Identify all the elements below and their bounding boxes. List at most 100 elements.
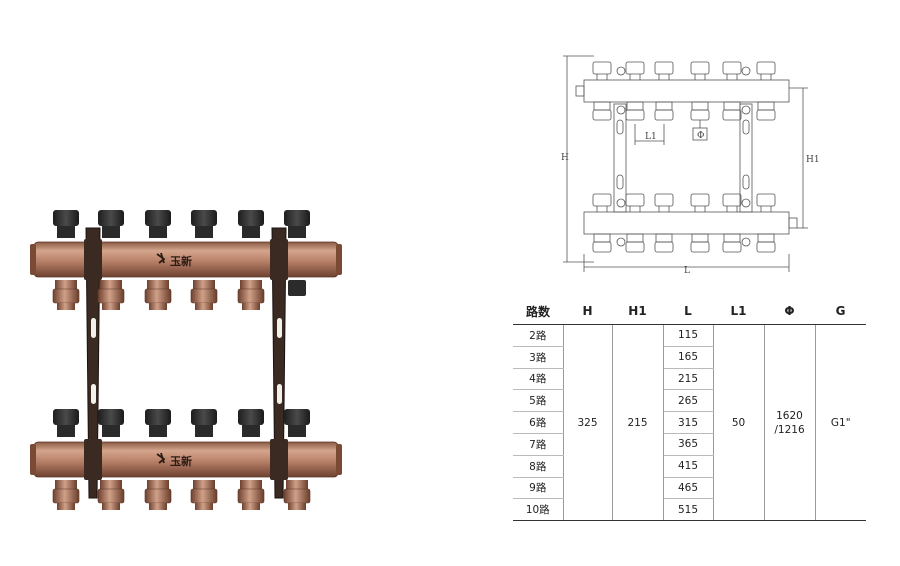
valve-handle — [238, 210, 264, 226]
fitting-nut — [100, 280, 122, 289]
valve-stem — [102, 226, 120, 238]
drawing-drain — [616, 237, 626, 247]
valve-handle — [98, 210, 124, 226]
valve-stem — [242, 425, 260, 437]
valve-handle — [238, 409, 264, 425]
cell-l: 365 — [662, 433, 714, 456]
cell-phi-line1: 1620 — [776, 409, 803, 422]
drawing-inlet-stub — [575, 85, 585, 97]
cell-ways: 8路 — [513, 455, 564, 478]
fitting-tail — [102, 503, 120, 510]
bracket-strap — [84, 239, 102, 280]
drawing-fitting-body — [722, 241, 742, 253]
bracket-strap — [270, 439, 288, 480]
cell-ways: 10路 — [513, 498, 564, 522]
header-h: H — [563, 298, 612, 325]
cell-l: 115 — [662, 324, 714, 347]
fitting-tail — [288, 503, 306, 510]
mounting-bracket — [85, 227, 101, 499]
drawing-vent — [741, 198, 751, 208]
drawing-bracket-slot — [742, 174, 750, 190]
drawing-valve-head — [592, 61, 612, 75]
brand-logo-text: 玉新 — [170, 454, 192, 468]
valve-stem — [57, 226, 75, 238]
fitting-nut — [240, 280, 262, 289]
fitting-tail — [102, 303, 120, 310]
drawing-fitting-nut — [757, 101, 775, 111]
cell-l: 165 — [662, 346, 714, 369]
header-ways: 路数 — [513, 298, 563, 325]
drawing-valve-head — [756, 61, 776, 75]
valve-handle — [191, 409, 217, 425]
bar-end-cap — [30, 244, 36, 275]
drawing-valve-head — [654, 61, 674, 75]
valve-stem — [57, 425, 75, 437]
fitting-nut — [193, 480, 215, 489]
drawing-fitting-body — [592, 241, 612, 253]
valve-handle — [53, 210, 79, 226]
valve-handle — [284, 210, 310, 226]
drawing-drain — [616, 105, 626, 115]
cell-l: 215 — [662, 368, 714, 391]
dim-label-h: H — [561, 153, 569, 163]
header-l: L — [663, 298, 713, 325]
drawing-fitting-body — [625, 241, 645, 253]
valve-handle — [145, 210, 171, 226]
table-row: 2路 325 215 115 50 1620 /1216 G1" — [513, 324, 866, 522]
table-row: 9路 465 — [513, 477, 866, 500]
drawing-valve-head — [625, 61, 645, 75]
header-l1: L1 — [713, 298, 764, 325]
cell-ways: 6路 — [513, 411, 564, 434]
brand-logo-icon — [156, 452, 166, 464]
fitting-nut — [100, 480, 122, 489]
drawing-fitting-nut — [723, 101, 741, 111]
drawing-fitting-nut — [626, 233, 644, 243]
drawing-fitting-nut — [691, 233, 709, 243]
fitting-tail — [149, 303, 167, 310]
valve-stem — [195, 226, 213, 238]
drawing-valve-head — [690, 193, 710, 207]
brand-logo-text: 玉新 — [170, 254, 192, 268]
cell-l: 265 — [662, 389, 714, 413]
drawing-vent — [741, 66, 751, 76]
valve-handle — [98, 409, 124, 425]
drawing-fitting-nut — [723, 233, 741, 243]
cell-l1: 50 — [713, 324, 765, 522]
drawing-bracket-slot — [616, 119, 624, 135]
cell-phi-line2: /1216 — [774, 423, 805, 436]
cell-ways: 9路 — [513, 477, 564, 500]
fitting-nut — [240, 480, 262, 489]
valve-stem — [149, 425, 167, 437]
cell-l: 415 — [662, 455, 714, 478]
dim-label-h1: H1 — [806, 155, 820, 165]
spec-table: 路数 H H1 L L1 Φ G 2路 325 215 115 50 1620 … — [513, 298, 866, 522]
cell-phi: 1620 /1216 — [764, 324, 816, 522]
dim-label-l1: L1 — [645, 132, 657, 142]
valve-handle — [53, 409, 79, 425]
drawing-bracket — [739, 103, 753, 213]
fitting-tail — [195, 303, 213, 310]
drawing-fitting-body — [756, 241, 776, 253]
cell-l: 315 — [662, 411, 714, 434]
drawing-bracket-slot — [616, 174, 624, 190]
drawing-valve-head — [722, 61, 742, 75]
fitting-tail — [242, 303, 260, 310]
fitting-nut — [286, 480, 308, 489]
valve-handle — [145, 409, 171, 425]
table-row: 6路 315 — [513, 411, 866, 434]
drawing-outlet-stub — [788, 217, 798, 229]
fitting-nut — [193, 280, 215, 289]
fitting-nut — [147, 280, 169, 289]
valve-stem — [149, 226, 167, 238]
cell-g: G1" — [815, 324, 866, 522]
bracket-strap — [270, 239, 288, 280]
bracket-slot — [91, 318, 96, 338]
header-h1: H1 — [612, 298, 663, 325]
drawing-fitting-nut — [757, 233, 775, 243]
drawing-fitting-body — [756, 109, 776, 121]
drawing-drain — [741, 237, 751, 247]
cell-l: 515 — [662, 498, 714, 522]
bracket-slot — [277, 318, 282, 338]
